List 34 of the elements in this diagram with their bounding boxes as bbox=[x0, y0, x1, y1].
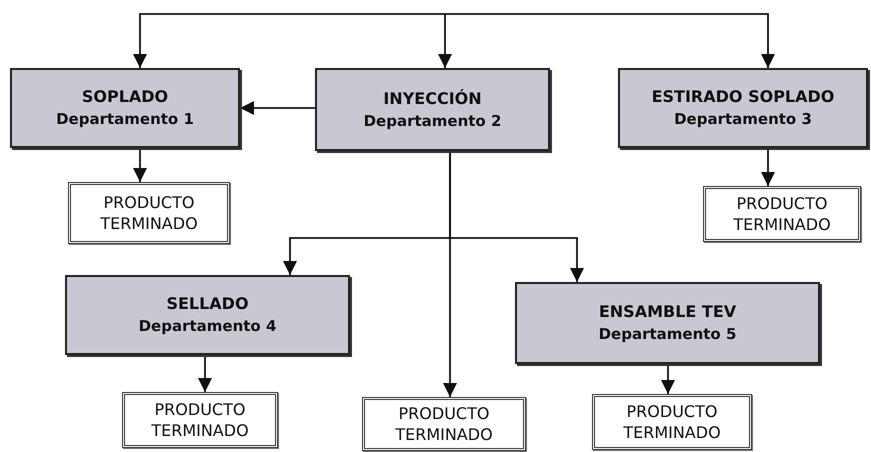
product-label: PRODUCTO TERMINADO bbox=[732, 193, 832, 235]
arrow bbox=[661, 364, 675, 394]
department-number: Departamento 1 bbox=[56, 109, 194, 130]
product-label: PRODUCTO TERMINADO bbox=[622, 401, 722, 443]
arrow bbox=[133, 13, 445, 68]
department-name: ENSAMBLE TEV bbox=[598, 301, 736, 323]
department-box bbox=[315, 68, 550, 151]
department-number: Departamento 4 bbox=[138, 316, 276, 337]
department-name: INYECCIÓN bbox=[383, 88, 482, 110]
arrow bbox=[438, 14, 452, 68]
product-box bbox=[592, 394, 752, 450]
arrow bbox=[443, 151, 457, 397]
department-box bbox=[618, 68, 868, 148]
department-number: Departamento 3 bbox=[674, 109, 812, 130]
arrow bbox=[761, 148, 775, 186]
product-box bbox=[703, 186, 861, 242]
department-name: SOPLADO bbox=[82, 86, 168, 108]
product-label: PRODUCTO TERMINADO bbox=[394, 403, 494, 445]
product-box bbox=[362, 397, 526, 451]
department-name: ESTIRADO SOPLADO bbox=[652, 86, 834, 108]
department-number: Departamento 2 bbox=[364, 110, 502, 132]
product-box bbox=[122, 392, 278, 448]
arrow bbox=[240, 101, 315, 115]
department-name: SELLADO bbox=[166, 293, 249, 315]
product-label: PRODUCTO TERMINADO bbox=[99, 192, 199, 234]
arrow bbox=[445, 13, 775, 68]
department-box bbox=[515, 282, 820, 364]
department-box bbox=[10, 68, 240, 148]
product-box bbox=[68, 182, 230, 244]
department-box bbox=[65, 275, 350, 355]
department-number: Departamento 5 bbox=[598, 324, 736, 345]
arrow bbox=[198, 355, 212, 392]
arrow bbox=[133, 148, 147, 182]
product-label: PRODUCTO TERMINADO bbox=[150, 399, 250, 441]
